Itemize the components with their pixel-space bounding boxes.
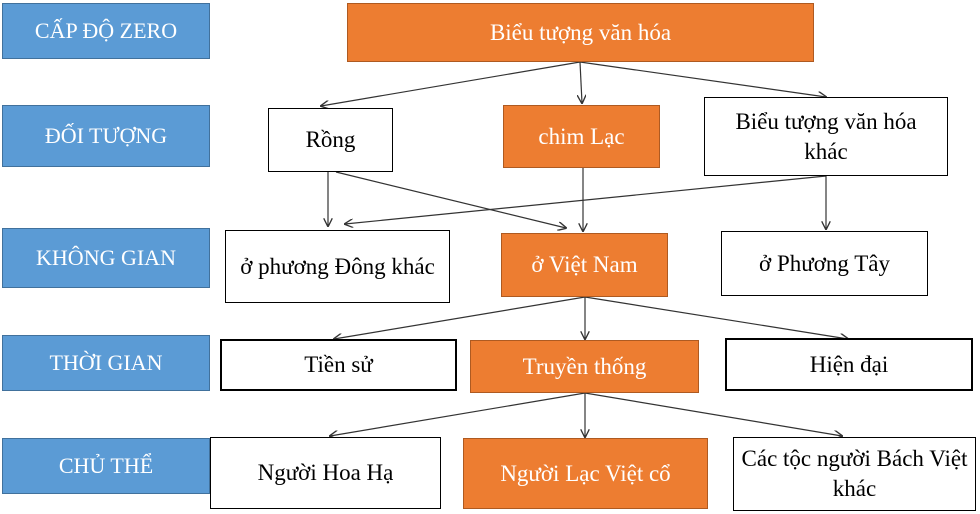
edge-root-rong bbox=[321, 61, 581, 106]
node-traditional: Truyền thống bbox=[470, 340, 699, 393]
node-vietnam: ở Việt Nam bbox=[501, 233, 668, 297]
level-label-object: ĐỐI TƯỢNG bbox=[2, 105, 210, 167]
node-west: ở Phương Tây bbox=[721, 231, 928, 296]
node-ancient-lac-viet-people: Người Lạc Việt cổ bbox=[463, 438, 708, 509]
node-rong: Rồng bbox=[268, 108, 393, 172]
level-label-subject: CHỦ THỂ bbox=[2, 438, 210, 494]
node-modern: Hiện đại bbox=[725, 338, 973, 391]
node-chim-lac: chim Lạc bbox=[503, 105, 660, 168]
node-other-cultural-symbols: Biểu tượng văn hóa khác bbox=[704, 97, 948, 176]
edge-truyenthong-bachviet bbox=[584, 392, 842, 436]
node-hoa-ha-people: Người Hoa Hạ bbox=[210, 437, 441, 509]
edge-vietnam-hiendai bbox=[584, 296, 848, 339]
level-label-time: THỜI GIAN bbox=[2, 335, 210, 391]
edge-root-chimlac bbox=[580, 61, 582, 103]
edge-truyenthong-hoaha bbox=[330, 392, 586, 436]
level-label-space: KHÔNG GIAN bbox=[2, 228, 210, 288]
edge-root-other bbox=[579, 61, 826, 97]
node-prehistory: Tiền sử bbox=[220, 339, 457, 391]
level-label-zero: CẤP ĐỘ ZERO bbox=[2, 3, 210, 59]
edge-other-phuongdong bbox=[345, 175, 827, 224]
node-other-east: ở phương Đông khác bbox=[225, 230, 450, 303]
node-other-bach-viet-peoples: Các tộc người Bách Việt khác bbox=[733, 437, 976, 511]
edge-rong-vietnam bbox=[335, 171, 566, 228]
node-cultural-symbol: Biểu tượng văn hóa bbox=[347, 3, 814, 62]
edge-vietnam-tiensu bbox=[334, 296, 586, 339]
